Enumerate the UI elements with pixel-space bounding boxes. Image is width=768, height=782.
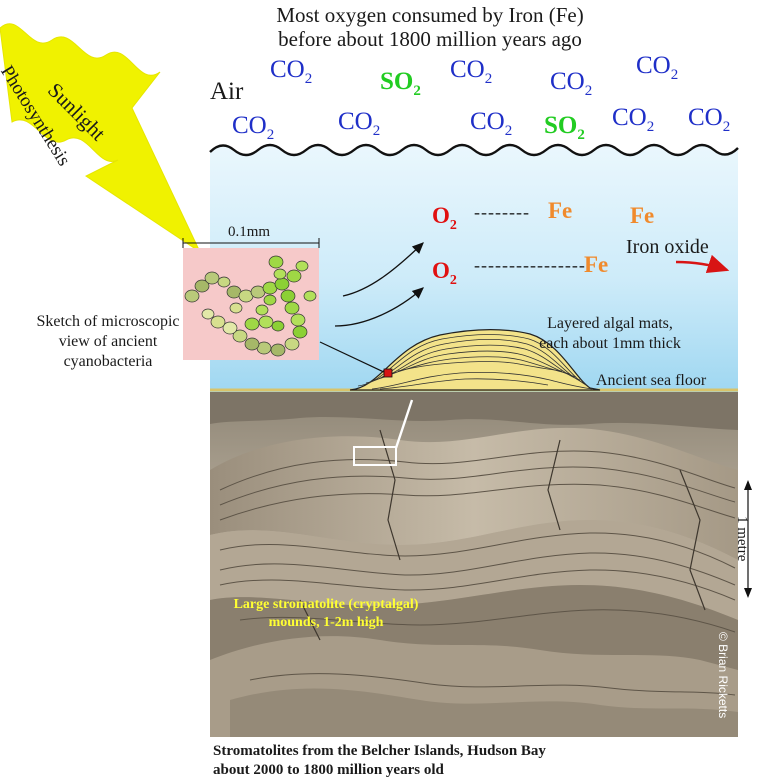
co2-label: CO2: [450, 56, 493, 87]
fe-label: Fe: [630, 203, 655, 228]
fe-label: Fe: [548, 198, 573, 223]
algal-mats-label: Layered algal mats, each about 1mm thick: [539, 315, 681, 352]
sea-floor-label: Ancient sea floor: [596, 372, 707, 389]
o2-arrow-upper: [342, 242, 424, 297]
co2-label: CO2: [270, 56, 313, 87]
co2-label: CO2: [636, 52, 679, 83]
photo-highlight-box: [353, 446, 397, 466]
o2-label-lower: O2: [432, 258, 457, 288]
photo-credit: © Brian Ricketts: [716, 632, 730, 719]
sea-water: [210, 145, 738, 392]
sketch-caption: Sketch of microscopic view of ancient cy…: [36, 313, 180, 370]
co2-label: CO2: [550, 68, 593, 99]
algal-mat-mound: [349, 329, 601, 391]
o2-arrow-lower: [334, 287, 424, 327]
co2-label: CO2: [338, 108, 381, 139]
co2-label: CO2: [232, 112, 275, 143]
scale-label-0-1mm: 0.1mm: [228, 224, 271, 240]
diagram-title-line2: before about 1800 million years ago: [278, 27, 582, 51]
stromatolite-photo: [210, 392, 738, 737]
o2-label-upper: O2: [432, 203, 457, 233]
so2-label: SO2: [544, 112, 585, 143]
microscope-sketch: [182, 238, 320, 360]
sample-marker: [383, 368, 393, 378]
co2-label: CO2: [688, 104, 731, 135]
bond-dashes-upper: --------: [474, 202, 530, 222]
sketch-pointer-line: [319, 341, 389, 375]
metre-scale-bar: [744, 480, 752, 598]
photo-overlay-label: Large stromatolite (cryptalgal) mounds, …: [233, 597, 419, 630]
co2-label: CO2: [612, 104, 655, 135]
figure-caption-line1: Stromatolites from the Belcher Islands, …: [213, 743, 546, 759]
metre-scale-label: 1 metre: [734, 516, 750, 562]
bond-dashes-lower: ----------------: [474, 255, 586, 275]
iron-oxide-arrow: [675, 254, 730, 274]
air-label: Air: [210, 78, 244, 105]
iron-oxide-label: Iron oxide: [626, 236, 709, 258]
diagram-title-line1: Most oxygen consumed by Iron (Fe): [276, 3, 584, 27]
sunlight-arrow-icon: [0, 23, 202, 254]
figure-caption-line2: about 2000 to 1800 million years old: [213, 762, 444, 778]
fe-label: Fe: [584, 252, 609, 277]
photo-pointer-line: [394, 399, 414, 449]
co2-label: CO2: [470, 108, 513, 139]
so2-label: COSO2: [380, 68, 421, 99]
sea-surface-line: [209, 143, 739, 157]
